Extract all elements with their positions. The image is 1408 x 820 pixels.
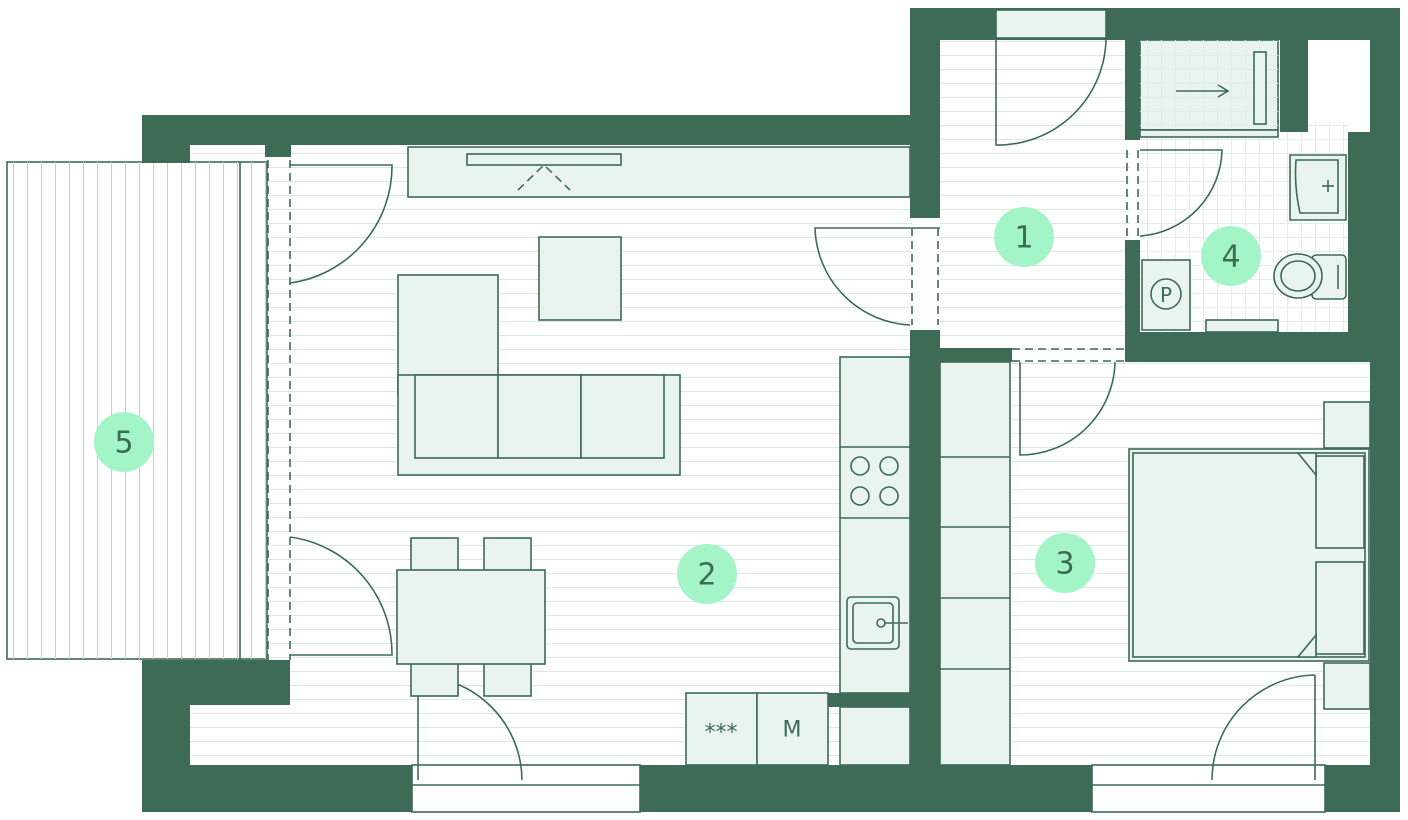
blanket-fold	[1296, 632, 1317, 658]
living-furniture	[396, 146, 911, 697]
sofa-cushion	[414, 374, 499, 459]
kitchen: *** M	[685, 356, 911, 766]
pillow	[1315, 455, 1365, 549]
room-number: 3	[1055, 547, 1074, 582]
nightstand	[1323, 401, 1371, 449]
entrance-door	[995, 12, 1107, 146]
room-number: 1	[1014, 221, 1033, 256]
washing-machine-label: P	[1160, 283, 1172, 307]
wardrobe	[939, 361, 1011, 766]
nightstand	[1323, 662, 1371, 710]
washbasin	[1289, 154, 1347, 221]
sofa-cushion	[497, 374, 582, 459]
room-badge-2: 2	[677, 544, 737, 604]
living-door	[814, 227, 940, 326]
living-window	[411, 764, 641, 813]
bathroom-fixtures: P	[1139, 39, 1347, 333]
room-badge-1: 1	[994, 207, 1054, 267]
room-labels: 1 2 3 4 5	[94, 207, 1261, 604]
room-badge-3: 3	[1035, 533, 1095, 593]
washing-machine	[1141, 259, 1191, 331]
window-swing-bedroom	[1211, 674, 1316, 781]
tv-icon	[466, 153, 622, 166]
hall-floor	[940, 40, 1130, 350]
microwave-label: M	[783, 718, 802, 743]
dining-chair	[410, 661, 459, 697]
balcony-door-lower-swing	[289, 536, 393, 656]
dining-chair	[483, 537, 532, 573]
bathroom-door	[1139, 149, 1223, 237]
microwave-unit	[756, 692, 829, 766]
kitchen-corner-cabinet	[839, 706, 911, 766]
sofa-cushion	[580, 374, 665, 459]
bedroom-furniture	[939, 361, 1371, 766]
kitchen-sink-icon	[846, 596, 908, 650]
toilet-icon	[1273, 253, 1347, 300]
room-badge-4: 4	[1201, 226, 1261, 286]
room-number: 4	[1221, 240, 1240, 275]
hob-icon	[850, 456, 899, 506]
dining-chair	[483, 661, 532, 697]
shower-tray-edge	[1253, 51, 1267, 125]
bedroom-door	[1019, 361, 1116, 456]
balcony-glazing	[239, 160, 393, 660]
washing-machine-icon	[1150, 278, 1182, 310]
dining-table	[396, 569, 546, 665]
room-number: 2	[697, 558, 716, 593]
shower-ledge	[1139, 129, 1279, 138]
pillow	[1315, 561, 1365, 655]
blanket-fold	[1296, 452, 1317, 478]
walls	[142, 8, 1400, 812]
room-number: 5	[114, 426, 133, 461]
ottoman	[538, 236, 622, 321]
dining-chair	[410, 537, 459, 573]
balcony-boards	[7, 162, 267, 659]
bathroom-window	[1308, 40, 1370, 122]
windows	[411, 40, 1370, 813]
bedroom-window	[1091, 764, 1326, 813]
balcony-door-upper-swing	[289, 164, 393, 284]
room-badge-5: 5	[94, 412, 154, 472]
towel-rail	[1205, 319, 1279, 333]
dishwasher-label: ***	[705, 721, 738, 746]
